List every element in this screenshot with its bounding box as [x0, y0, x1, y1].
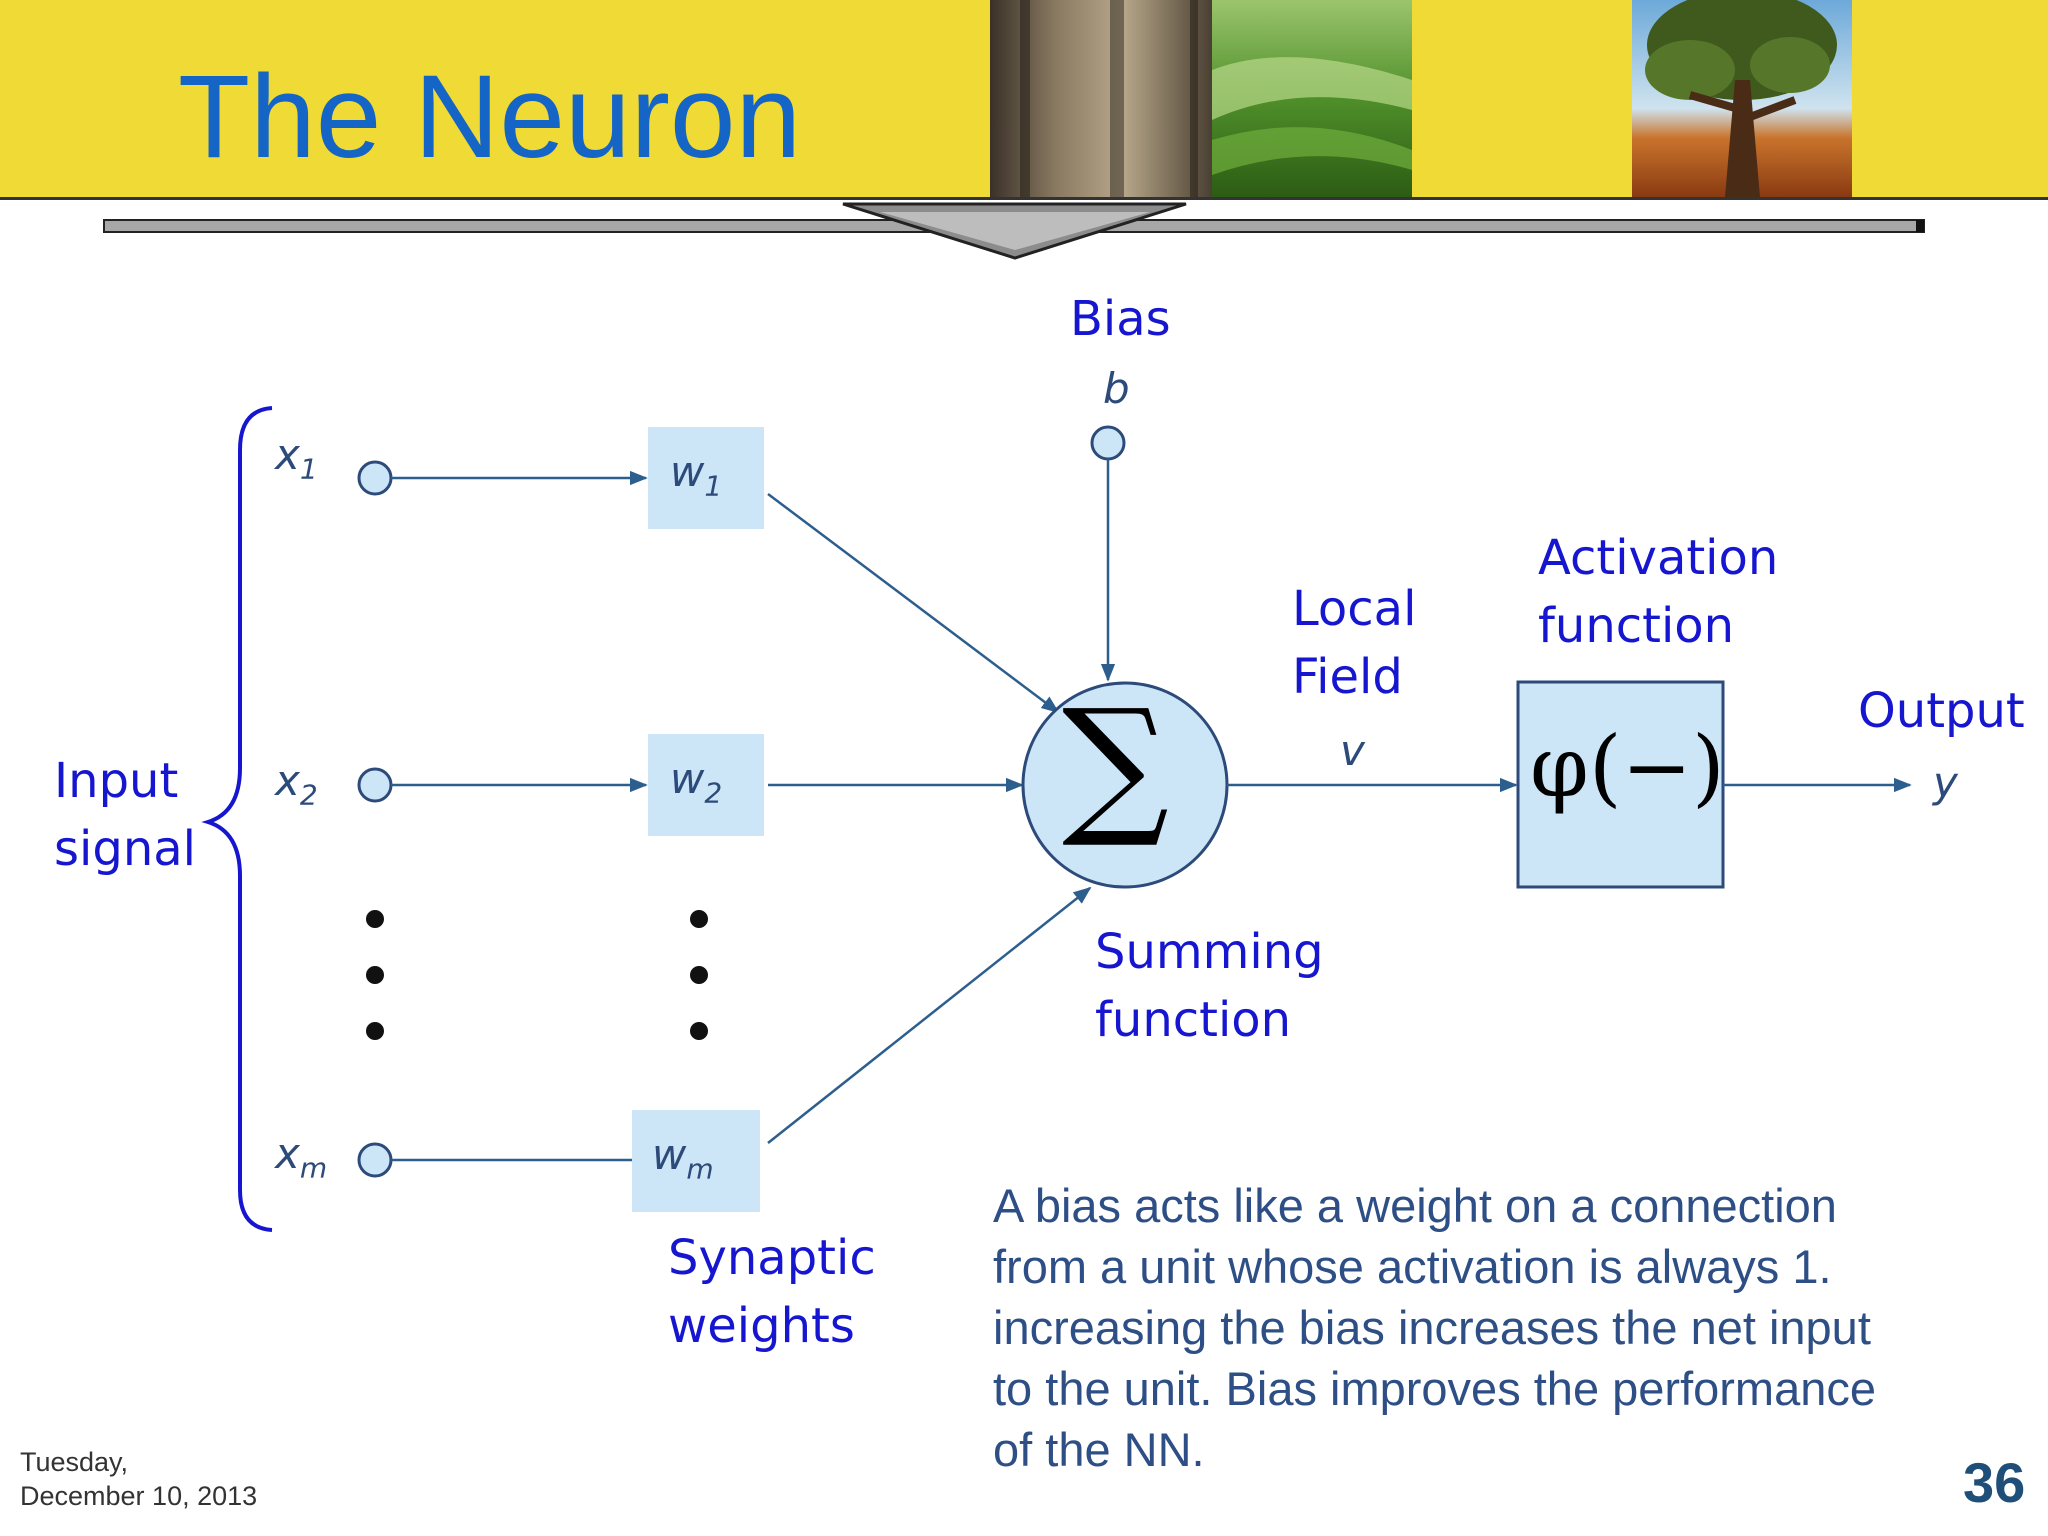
- bias-label: Bias: [1070, 291, 1171, 347]
- input-var-m: xm: [275, 1129, 328, 1185]
- input-signal-label: Input signal: [54, 753, 196, 877]
- input-node-2: [357, 767, 393, 803]
- synaptic-weights-label: Synaptic weights: [668, 1230, 876, 1354]
- header-photo-strip: [990, 0, 1852, 197]
- bias-node: [1090, 425, 1126, 461]
- weight-label-1: w1: [670, 447, 723, 503]
- summing-function-label: Summing function: [1095, 924, 1324, 1048]
- weight-arrow-m: [767, 886, 1092, 1144]
- weight-label-m: wm: [652, 1130, 714, 1186]
- sum-symbol: ∑: [1062, 678, 1170, 852]
- weight-label-2: w2: [670, 754, 723, 810]
- local-field-var: v: [1340, 726, 1365, 775]
- weight-box-2: [648, 734, 764, 836]
- output-label: Output: [1858, 683, 2025, 739]
- weights-ellipsis: [690, 910, 708, 1040]
- weight-box-m: [632, 1110, 760, 1212]
- activation-symbol: φ(−): [1530, 718, 1725, 816]
- input-var-2: x2: [275, 756, 318, 812]
- bias-var: b: [1103, 364, 1130, 413]
- weight-arrow-1: [767, 493, 1060, 714]
- input-node-1: [357, 460, 393, 496]
- input-brace: [201, 406, 273, 1232]
- activation-box: [1516, 680, 1725, 889]
- output-var: y: [1933, 758, 1958, 807]
- note-line: A bias acts like a weight on a connectio…: [993, 1179, 1837, 1232]
- bias-explanation: A bias acts like a weight on a connectio…: [993, 1175, 2013, 1480]
- note-line: of the NN.: [993, 1423, 1205, 1476]
- input-var-1: x1: [275, 430, 318, 486]
- weight-box-1: [648, 427, 764, 529]
- title-divider: [103, 202, 1925, 260]
- activation-function-label: Activation function: [1538, 530, 1779, 654]
- note-line: to the unit. Bias improves the performan…: [993, 1362, 1876, 1415]
- note-line: increasing the bias increases the net in…: [993, 1301, 1871, 1354]
- note-line: from a unit whose activation is always 1…: [993, 1240, 1832, 1293]
- local-field-label: Local Field: [1292, 581, 1417, 705]
- inputs-ellipsis: [366, 910, 384, 1040]
- input-node-m: [357, 1142, 393, 1178]
- page-number: 36: [1963, 1451, 2026, 1514]
- slide-date: Tuesday, December 10, 2013: [20, 1447, 258, 1511]
- slide-title: The Neuron: [178, 51, 802, 183]
